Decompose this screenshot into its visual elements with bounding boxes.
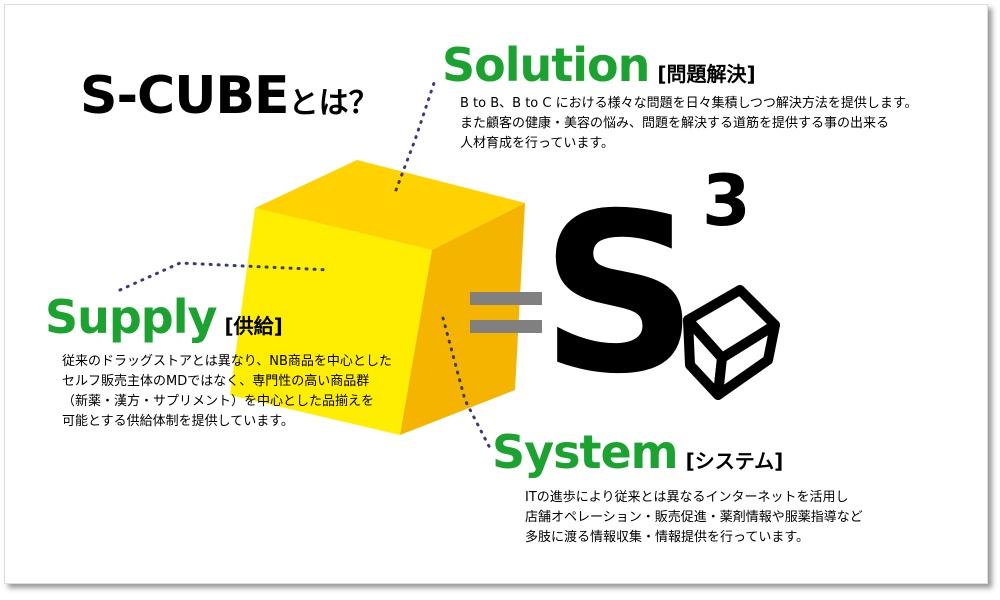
- system-description: ITの進歩により従来とは異なるインターネットを活用し 店舗オペレーション・販売促…: [525, 490, 863, 545]
- solution-heading: Solution: [442, 38, 650, 92]
- supply-description: 従来のドラッグストアとは異なり、NB商品を中心とした セルフ販売主体のMDではな…: [62, 354, 392, 429]
- solution-tag: [問題解決]: [657, 62, 756, 86]
- system-heading: System: [492, 425, 679, 479]
- system-tag: [システム]: [685, 449, 784, 473]
- s-cube-logo: S 3: [540, 160, 780, 422]
- supply-header: Supply [供給]: [45, 290, 283, 344]
- solution-description: B to B、B to C における様々な問題を日々集積しつつ解決方法を提供しま…: [460, 96, 918, 151]
- supply-connector: [118, 261, 332, 292]
- cube-front-face: [230, 208, 432, 435]
- supply-heading: Supply: [45, 290, 217, 344]
- cube-illustration: [230, 160, 525, 435]
- logo-exponent: 3: [702, 160, 751, 242]
- logo-letter: S: [540, 166, 698, 422]
- logo-small-cube-icon: [683, 285, 780, 400]
- page-title: S-CUBEとは？: [80, 66, 379, 126]
- cube-side-face: [400, 203, 525, 435]
- supply-tag: [供給]: [224, 314, 283, 338]
- solution-header: Solution [問題解決]: [442, 38, 756, 92]
- equals-sign: [470, 292, 542, 333]
- system-header: System[システム]: [492, 425, 783, 479]
- solution-connector: [394, 78, 437, 192]
- cube-top-face: [255, 160, 525, 250]
